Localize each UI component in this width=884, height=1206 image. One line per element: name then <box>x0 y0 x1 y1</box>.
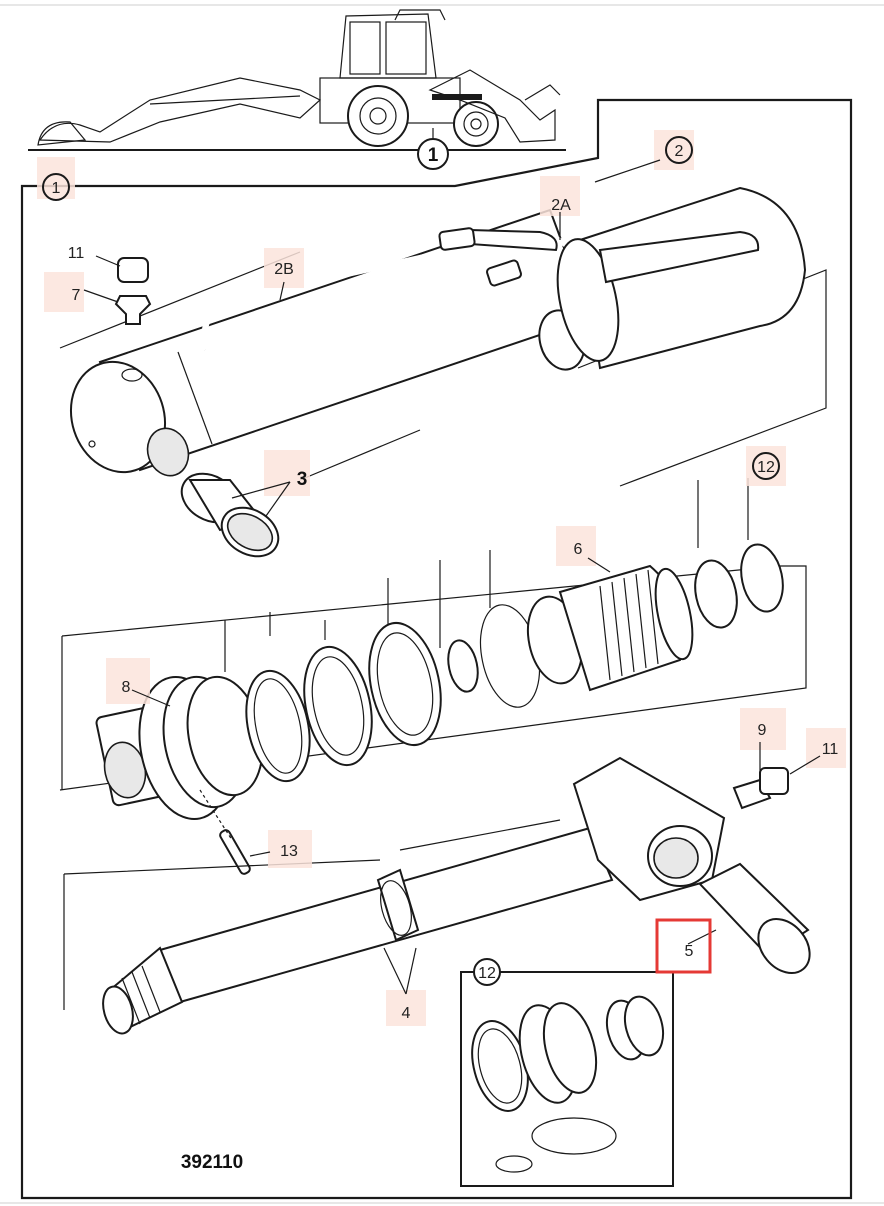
callout-5-selected[interactable]: 5 <box>655 918 712 974</box>
callout-1-frame[interactable]: 1 <box>42 173 70 201</box>
callout-12-top[interactable]: 12 <box>752 452 780 480</box>
cylinder-barrel-assembly <box>59 186 827 558</box>
backhoe-loader-thumbnail <box>28 9 566 151</box>
callout-8[interactable]: 8 <box>122 679 131 696</box>
callout-2b[interactable]: 2B <box>274 261 294 278</box>
piston-rod-assembly <box>63 756 811 1035</box>
svg-text:12: 12 <box>757 459 775 476</box>
callout-13[interactable]: 13 <box>280 843 298 860</box>
drawing-number: 392110 <box>181 1152 243 1173</box>
callout-12-inset[interactable]: 12 <box>473 958 501 986</box>
seal-kit-inset <box>460 971 674 1187</box>
svg-text:1: 1 <box>428 145 439 166</box>
svg-text:2: 2 <box>675 143 684 160</box>
callout-2a[interactable]: 2A <box>551 197 571 214</box>
callout-2[interactable]: 2 <box>665 136 693 164</box>
callout-3[interactable]: 3 <box>297 469 308 490</box>
svg-text:12: 12 <box>478 965 496 982</box>
svg-text:5: 5 <box>685 943 694 960</box>
callout-11-top[interactable]: 11 <box>68 245 85 262</box>
callout-11-right[interactable]: 11 <box>822 741 839 758</box>
callout-1-machine[interactable]: 1 <box>417 138 449 170</box>
diagram-frame <box>20 98 853 1200</box>
callout-7[interactable]: 7 <box>72 287 81 304</box>
callout-4[interactable]: 4 <box>402 1005 411 1022</box>
piston-seal-row <box>59 478 807 875</box>
grease-nipple-top <box>114 257 152 325</box>
svg-text:1: 1 <box>52 180 61 197</box>
callout-9[interactable]: 9 <box>758 722 767 739</box>
callout-6[interactable]: 6 <box>574 541 583 558</box>
